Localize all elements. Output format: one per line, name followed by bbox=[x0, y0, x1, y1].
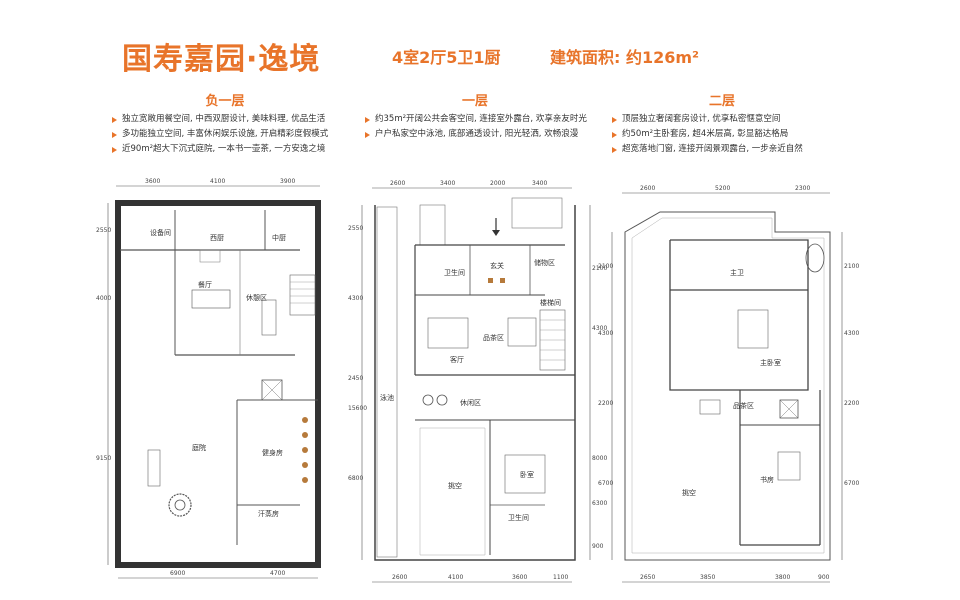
room-label: 泳池 bbox=[380, 393, 394, 402]
feature-item: 户户私家空中泳池, 底部通透设计, 阳光轻洒, 欢畅浪漫 bbox=[365, 127, 587, 142]
room-label: 玄关 bbox=[490, 261, 504, 270]
floor-heading-b1: 负一层 bbox=[205, 94, 245, 109]
room-label: 餐厅 bbox=[198, 280, 212, 289]
room-label: 休憩区 bbox=[246, 293, 267, 302]
feature-item: 约35m²开阔公共会客空间, 连接室外露台, 欢享亲友时光 bbox=[365, 112, 587, 127]
room-label: 挑空 bbox=[448, 481, 462, 490]
feature-item: 多功能独立空间, 丰富休闲娱乐设施, 开启精彩度假模式 bbox=[112, 127, 328, 142]
dim-label: 3400 bbox=[440, 180, 455, 187]
dim-label: 4300 bbox=[844, 330, 859, 337]
area-spec: 建筑面积: 约126m² bbox=[550, 44, 699, 68]
area-label: 建筑面积: 约126 bbox=[550, 48, 676, 67]
room-label: 书房 bbox=[760, 475, 774, 484]
dim-label: 2200 bbox=[844, 400, 859, 407]
dim-label: 6700 bbox=[844, 480, 859, 487]
dim-label: 5200 bbox=[715, 185, 730, 192]
dim-label: 8000 bbox=[592, 455, 607, 462]
dim-label: 2200 bbox=[598, 400, 613, 407]
dim-label: 4000 bbox=[96, 295, 111, 302]
layout-spec: 4室2厅5卫1厨 bbox=[392, 48, 501, 67]
dim-label: 15600 bbox=[348, 405, 367, 412]
room-label: 客厅 bbox=[450, 355, 464, 364]
dim-label: 3800 bbox=[775, 574, 790, 581]
dim-label: 900 bbox=[818, 574, 830, 581]
b1-outer-wall bbox=[115, 200, 321, 568]
dim-label: 4100 bbox=[210, 178, 225, 185]
dim-label: 2600 bbox=[390, 180, 405, 187]
dim-label: 2550 bbox=[348, 225, 363, 232]
dim-label: 6900 bbox=[170, 570, 185, 577]
room-label: 储物区 bbox=[534, 258, 555, 267]
dim-label: 2550 bbox=[96, 227, 111, 234]
room-label: 卫生间 bbox=[444, 268, 465, 277]
room-label: 健身房 bbox=[262, 448, 283, 457]
dim-label: 3400 bbox=[532, 180, 547, 187]
dim-label: 2000 bbox=[490, 180, 505, 187]
room-label: 中厨 bbox=[272, 233, 286, 242]
dim-label: 900 bbox=[592, 543, 604, 550]
feature-item: 顶层独立奢阔套房设计, 优享私密惬意空间 bbox=[612, 112, 803, 127]
dim-label: 2650 bbox=[640, 574, 655, 581]
dim-label: 2600 bbox=[640, 185, 655, 192]
feature-item: 约50m²主卧套房, 超4米层高, 彰显豁达格局 bbox=[612, 127, 803, 142]
floor-heading-2f: 二层 bbox=[708, 94, 735, 109]
dim-label: 9150 bbox=[96, 455, 111, 462]
room-label: 西厨 bbox=[210, 234, 224, 242]
room-label: 卧室 bbox=[520, 470, 534, 479]
dim-label: 4300 bbox=[592, 325, 607, 332]
floor-plan-b1: 3600 4100 3900 bbox=[96, 178, 321, 579]
area-unit: m² bbox=[675, 48, 700, 67]
feature-item: 近90m²超大下沉式庭院, 一本书一壶茶, 一方安逸之境 bbox=[112, 142, 328, 157]
floor-plan-1f: 2600 3400 2000 3400 bbox=[348, 180, 607, 583]
dim-label: 4300 bbox=[598, 330, 613, 337]
dim-label: 3850 bbox=[700, 574, 715, 581]
room-label: 休闲区 bbox=[460, 398, 481, 407]
dim-label: 6300 bbox=[592, 500, 607, 507]
dim-label: 6700 bbox=[598, 480, 613, 487]
room-label: 卫生间 bbox=[508, 513, 529, 522]
feature-item: 独立宽敞用餐空间, 中西双厨设计, 美味料理, 优品生活 bbox=[112, 112, 328, 127]
dim-label: 2450 bbox=[348, 375, 363, 382]
floor-2f-features: 顶层独立奢阔套房设计, 优享私密惬意空间 约50m²主卧套房, 超4米层高, 彰… bbox=[612, 112, 803, 157]
room-label: 汗蒸房 bbox=[258, 509, 279, 518]
room-label: 庭院 bbox=[192, 443, 206, 452]
dim-label: 4100 bbox=[448, 574, 463, 581]
room-label: 品茶区 bbox=[733, 401, 754, 410]
project-title: 国寿嘉园·逸境 bbox=[122, 42, 321, 77]
room-label: 挑空 bbox=[682, 488, 696, 497]
room-label: 楼梯间 bbox=[540, 298, 561, 307]
dim-label: 3600 bbox=[145, 178, 160, 185]
floor-plan-2f: 2600 5200 2300 主卫 主卧室 品茶区 书房 挑空 2100 430… bbox=[598, 185, 859, 583]
room-label: 设备间 bbox=[150, 228, 171, 237]
room-label: 主卫 bbox=[730, 268, 744, 277]
feature-item: 超宽落地门窗, 连接开阔景观露台, 一步亲近自然 bbox=[612, 142, 803, 157]
room-label: 主卧室 bbox=[760, 358, 781, 367]
floor-heading-1f: 一层 bbox=[461, 94, 488, 109]
dim-label: 6800 bbox=[348, 475, 363, 482]
room-label: 品茶区 bbox=[483, 333, 504, 342]
dim-label: 3900 bbox=[280, 178, 295, 185]
dim-label: 2100 bbox=[592, 265, 607, 272]
dim-label: 3600 bbox=[512, 574, 527, 581]
dim-label: 2100 bbox=[598, 263, 613, 270]
floor-b1-features: 独立宽敞用餐空间, 中西双厨设计, 美味料理, 优品生活 多功能独立空间, 丰富… bbox=[112, 112, 328, 157]
dim-label: 2600 bbox=[392, 574, 407, 581]
dim-label: 2100 bbox=[844, 263, 859, 270]
dim-label: 2300 bbox=[795, 185, 810, 192]
dim-label: 4700 bbox=[270, 570, 285, 577]
floor-1f-features: 约35m²开阔公共会客空间, 连接室外露台, 欢享亲友时光 户户私家空中泳池, … bbox=[365, 112, 587, 142]
dim-label: 4300 bbox=[348, 295, 363, 302]
dim-label: 1100 bbox=[553, 574, 568, 581]
